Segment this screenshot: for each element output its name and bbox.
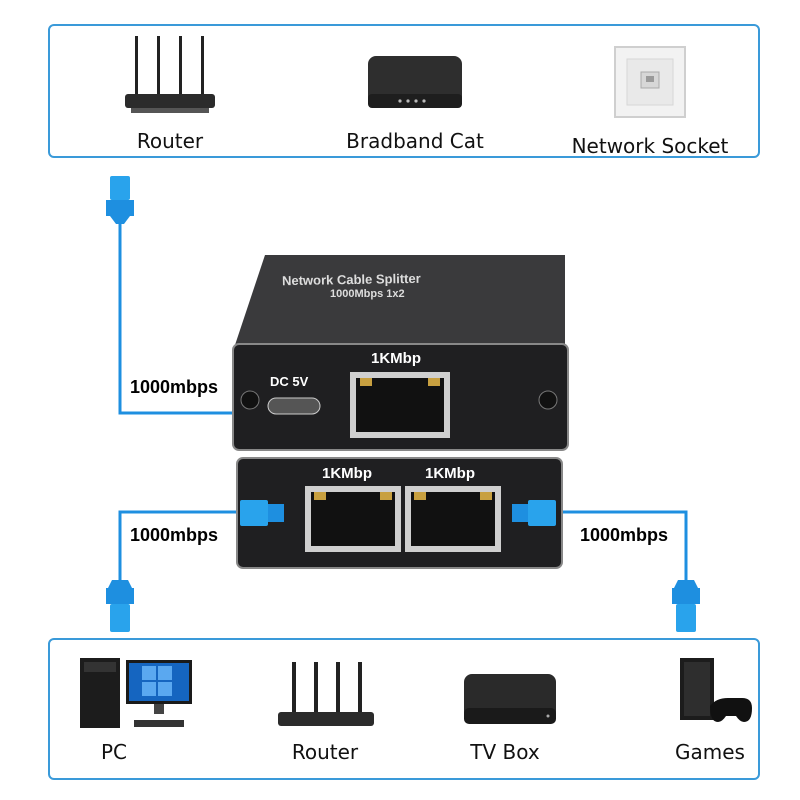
router-icon [125, 36, 215, 113]
destination-label: TV Box [470, 740, 540, 764]
output-ethernet-port-1 [305, 486, 401, 552]
destination-games: Games [650, 646, 760, 776]
output-cable-right [548, 510, 688, 580]
output-port-label-1: 1KMbp [322, 465, 372, 482]
destination-tv-box: TV Box [445, 646, 595, 776]
router-icon [278, 662, 374, 726]
tv-box-icon [464, 674, 556, 724]
destination-pc: PC [74, 646, 194, 776]
splitter-subtitle: 1000Mbps 1x2 [330, 288, 405, 300]
splitter-top-face [235, 255, 565, 345]
destination-devices-panel: PC Router TV Box Games [48, 638, 760, 780]
splitter-title: Network Cable Splitter [281, 270, 421, 289]
source-label: Bradband Cat [346, 129, 484, 153]
input-ethernet-port [350, 372, 450, 438]
dc-power-port [267, 397, 321, 415]
input-port-label: 1KMbp [371, 350, 421, 367]
pc-icon [80, 658, 192, 728]
destination-label: Router [291, 740, 359, 764]
source-devices-panel: Router Bradband Cat Network Socket [48, 24, 760, 158]
screw-icon [240, 390, 260, 410]
destination-label: PC [100, 740, 128, 764]
output-port-label-2: 1KMbp [425, 465, 475, 482]
rj45-plug-output-left [240, 500, 284, 526]
game-console-icon [680, 658, 752, 722]
source-broadband-cat: Bradband Cat [335, 34, 495, 154]
source-label: Router [136, 129, 204, 153]
rj45-plug-output-right [512, 500, 556, 526]
dc-power-label: DC 5V [270, 374, 309, 389]
source-label: Network Socket [571, 134, 729, 158]
speed-label-input: 1000mbps [130, 377, 219, 397]
broadband-cat-icon [368, 56, 462, 108]
rj45-plug-top [106, 176, 134, 224]
rj45-plug-bottom-right [672, 580, 700, 632]
source-router: Router [105, 34, 235, 154]
speed-label-output-right: 1000mbps [580, 525, 669, 545]
speed-label-output-left: 1000mbps [130, 525, 219, 545]
screw-icon [538, 390, 558, 410]
source-network-socket: Network Socket [565, 34, 735, 158]
network-socket-icon [614, 46, 686, 118]
destination-router: Router [250, 646, 390, 776]
destination-label: Games [675, 740, 745, 764]
output-ethernet-port-2 [405, 486, 501, 552]
rj45-plug-bottom-left [106, 580, 134, 632]
output-cable-left [118, 510, 250, 580]
